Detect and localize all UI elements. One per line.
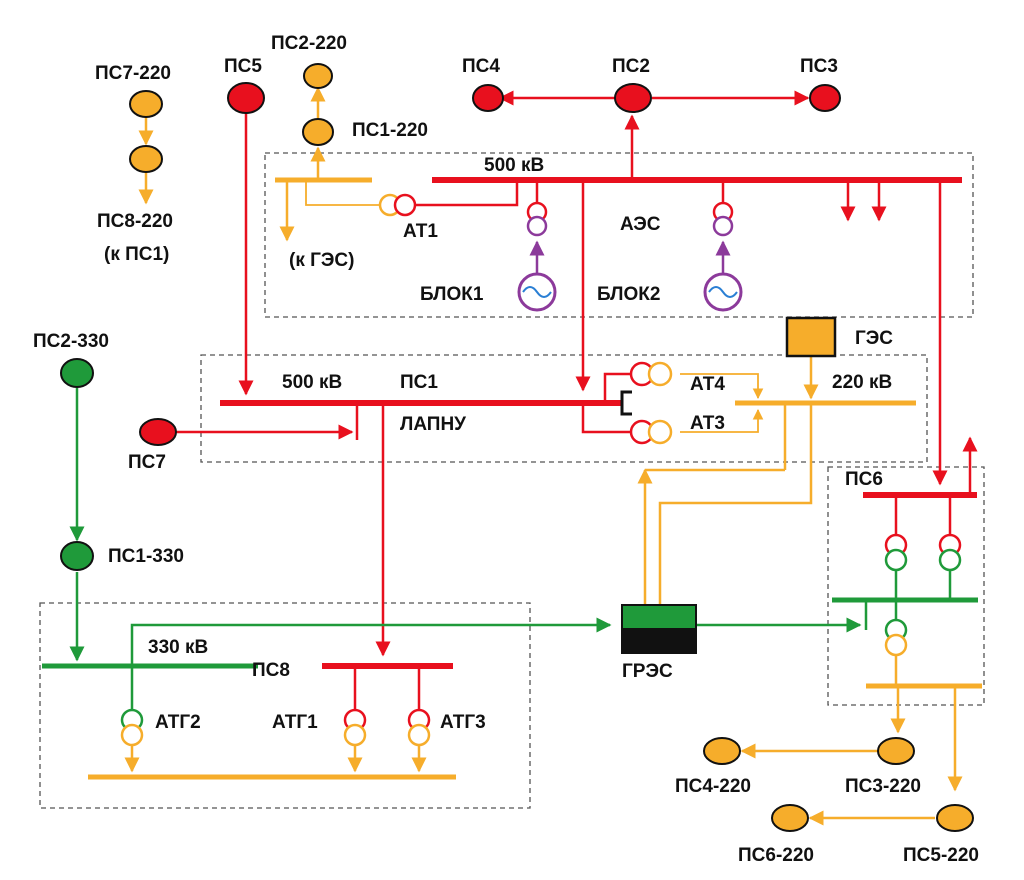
label-ps6-220: ПС6-220 bbox=[738, 845, 814, 866]
label-ps2-330: ПС2-330 bbox=[33, 331, 109, 352]
label-ps7: ПС7 bbox=[128, 452, 166, 473]
transformer-atg2 bbox=[120, 708, 144, 747]
label-atg1: АТГ1 bbox=[272, 712, 318, 733]
label-at1: АТ1 bbox=[403, 221, 438, 242]
label-blok1: БЛОК1 bbox=[420, 284, 484, 305]
label-ps8-220: ПС8-220 bbox=[97, 211, 173, 232]
label-at3: АТ3 bbox=[690, 413, 725, 434]
network-500kv bbox=[176, 90, 978, 712]
transformer-atg1 bbox=[343, 708, 367, 747]
node-ps4 bbox=[472, 84, 504, 112]
label-ps5-220: ПС5-220 bbox=[903, 845, 979, 866]
ps1-boundary-box bbox=[200, 354, 928, 463]
node-ps1-220 bbox=[302, 118, 334, 146]
line-at1-orange bbox=[305, 180, 380, 206]
line-at1-red bbox=[416, 180, 519, 207]
label-at4: АТ4 bbox=[690, 374, 725, 395]
lapnu-bracket bbox=[620, 390, 632, 416]
node-ps2-330 bbox=[60, 358, 94, 388]
label-gres: ГРЭС bbox=[622, 661, 673, 682]
line-at3-orange bbox=[680, 408, 764, 433]
node-ps3 bbox=[809, 84, 841, 112]
label-atg3: АТГ3 bbox=[440, 712, 486, 733]
label-to-ges: (к ГЭС) bbox=[289, 250, 354, 271]
line-ges-gres bbox=[658, 403, 813, 605]
label-ges: ГЭС bbox=[855, 328, 893, 349]
label-ps4: ПС4 bbox=[462, 56, 500, 77]
transformer-atg3 bbox=[407, 708, 431, 747]
transformer-at1 bbox=[378, 193, 417, 217]
label-220kv: 220 кВ bbox=[832, 372, 892, 393]
label-blok2: БЛОК2 bbox=[597, 284, 660, 305]
line-at4-orange bbox=[680, 373, 764, 400]
label-ps4-220: ПС4-220 bbox=[675, 776, 751, 797]
label-330kv: 330 кВ bbox=[148, 637, 208, 658]
label-ps1-330: ПС1-330 bbox=[108, 546, 184, 567]
node-ps6-220 bbox=[771, 804, 809, 832]
gres-plant bbox=[621, 604, 697, 654]
node-ps2-220 bbox=[303, 63, 333, 89]
network-330kv bbox=[42, 388, 978, 712]
line-at3-red bbox=[581, 403, 630, 434]
label-ps3: ПС3 bbox=[800, 56, 838, 77]
ps6-boundary-box bbox=[827, 466, 985, 706]
line-at4-red bbox=[603, 372, 630, 403]
node-ps7 bbox=[139, 418, 177, 446]
transformer-ps6-2 bbox=[938, 533, 962, 572]
label-ps5: ПС5 bbox=[224, 56, 262, 77]
label-atg2: АТГ2 bbox=[155, 712, 201, 733]
generator-blok2 bbox=[703, 272, 743, 312]
label-ps1: ПС1 bbox=[400, 372, 438, 393]
label-ps1-500kv: 500 кВ bbox=[282, 372, 342, 393]
ges-plant bbox=[785, 316, 837, 358]
label-ps2: ПС2 bbox=[612, 56, 650, 77]
node-ps2 bbox=[614, 83, 652, 113]
label-ps8: ПС8 bbox=[252, 660, 290, 681]
node-ps4-220 bbox=[703, 737, 741, 765]
transformer-at4 bbox=[629, 361, 673, 387]
ps8-boundary-box bbox=[39, 602, 531, 809]
label-lapnu: ЛАПНУ bbox=[400, 414, 466, 435]
aes-boundary-box bbox=[264, 152, 974, 318]
label-ps3-220: ПС3-220 bbox=[845, 776, 921, 797]
label-ps6: ПС6 bbox=[845, 469, 883, 490]
network-220kv bbox=[88, 86, 982, 826]
node-ps5-220 bbox=[936, 804, 974, 832]
label-ps7-220: ПС7-220 bbox=[95, 63, 171, 84]
block1-unit bbox=[526, 201, 548, 276]
transformer-ps6-1 bbox=[884, 533, 908, 572]
label-ps1-220: ПС1-220 bbox=[352, 120, 428, 141]
label-to-ps1: (к ПС1) bbox=[104, 244, 169, 265]
node-ps3-220 bbox=[877, 737, 915, 765]
transformer-ps6-3 bbox=[884, 618, 908, 657]
node-ps1-330 bbox=[60, 541, 94, 571]
block2-unit bbox=[712, 201, 734, 276]
line-ps8-gres bbox=[130, 617, 612, 712]
transformer-at3 bbox=[629, 419, 673, 445]
label-aes: АЭС bbox=[620, 214, 661, 235]
node-ps7-220 bbox=[129, 90, 163, 118]
label-ps2-220: ПС2-220 bbox=[271, 33, 347, 54]
node-ps5 bbox=[227, 82, 265, 114]
generator-blok1 bbox=[517, 272, 557, 312]
label-aes-500kv: 500 кВ bbox=[484, 155, 544, 176]
node-ps8-220 bbox=[129, 145, 163, 173]
